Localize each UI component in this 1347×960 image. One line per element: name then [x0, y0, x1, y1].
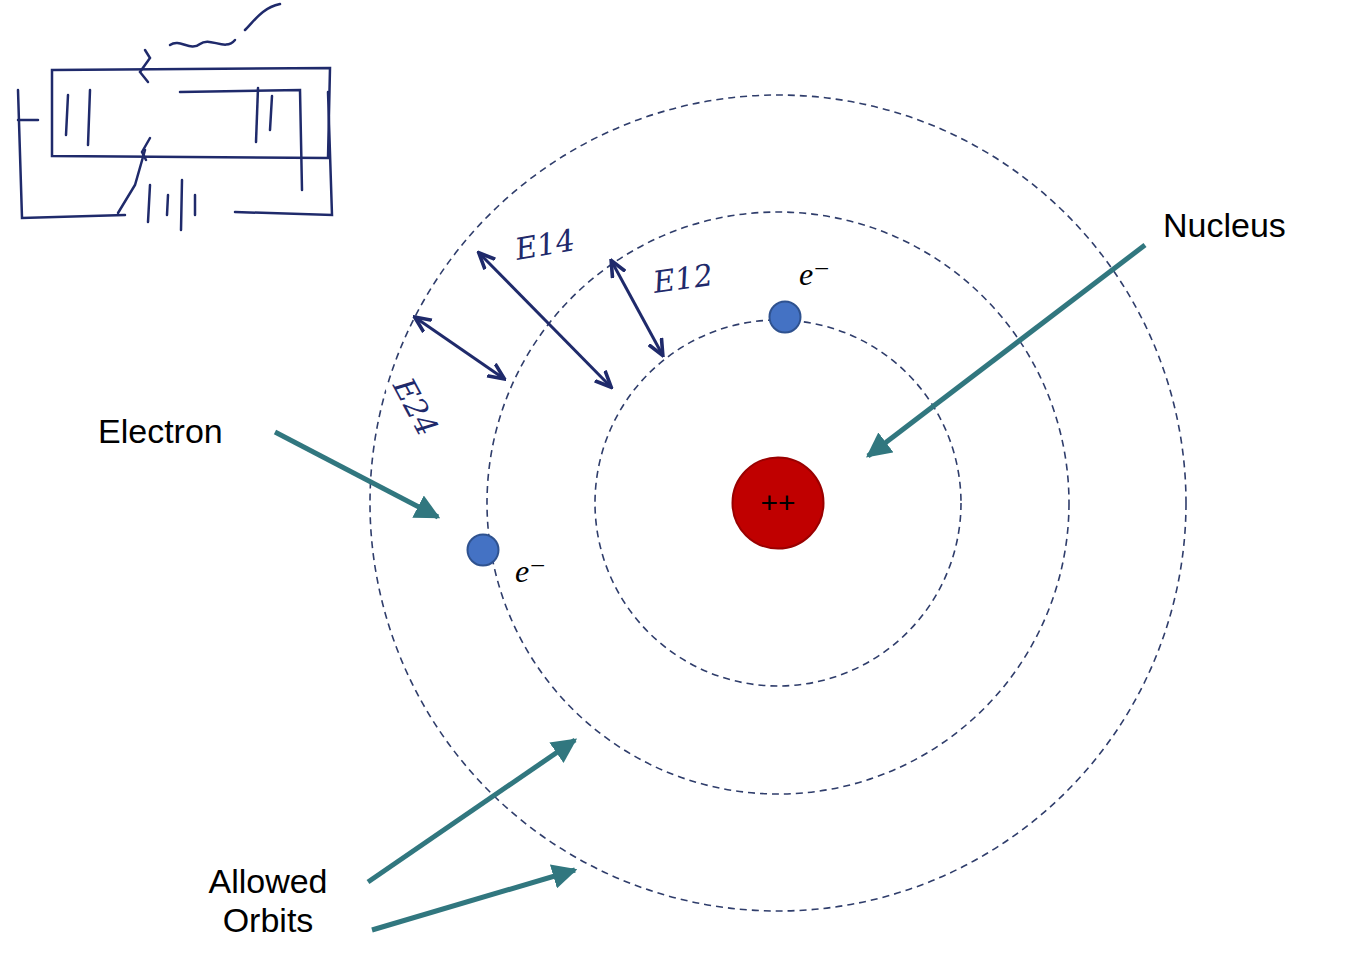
- leader-arrow: [868, 245, 1145, 456]
- energy-label: E24: [384, 370, 445, 445]
- orbit-inner: [595, 320, 961, 686]
- part-label: Nucleus: [1163, 206, 1286, 245]
- orbit-middle: [487, 212, 1069, 794]
- electron-circle: [770, 302, 801, 333]
- energy-label: E14: [510, 223, 581, 268]
- electron-circle: e⁻: [466, 533, 500, 567]
- part-label: Electron: [98, 412, 223, 451]
- node-outline: [466, 533, 500, 567]
- energy-gap-arrow: [480, 254, 610, 386]
- charge-label: ++: [760, 486, 795, 520]
- leader-arrow: [275, 432, 438, 517]
- orbit-outer: [370, 95, 1186, 911]
- electron-circle: e⁻: [768, 300, 802, 334]
- electron-symbol: e⁻: [515, 552, 546, 590]
- circuit-sketch: [18, 4, 332, 230]
- nucleus-circle: [733, 458, 824, 549]
- energy-gap-arrow: [416, 318, 503, 378]
- nucleus-circle: ++: [731, 456, 825, 550]
- leader-arrow: [372, 870, 575, 930]
- energy-label: E12: [648, 258, 718, 301]
- electron-symbol: e⁻: [799, 255, 830, 293]
- electron-circle: [468, 535, 499, 566]
- part-label: Allowed Orbits: [178, 862, 358, 940]
- leader-arrow: [368, 740, 575, 882]
- node-outline: [768, 300, 802, 334]
